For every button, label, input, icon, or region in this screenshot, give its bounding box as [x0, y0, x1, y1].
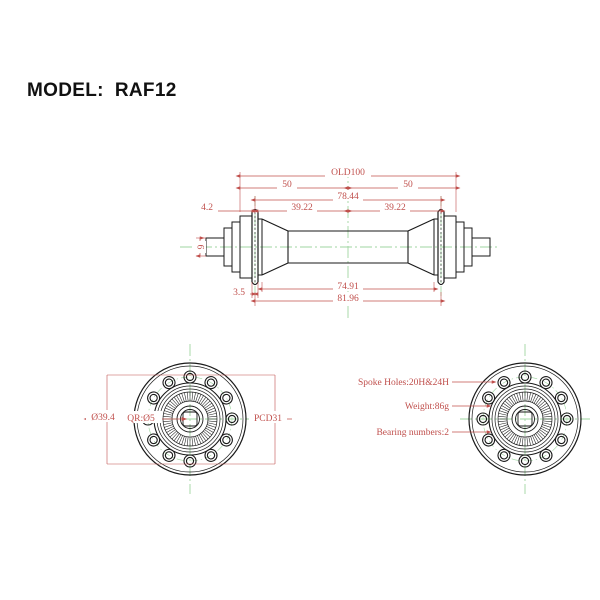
right-axle-end [443, 215, 491, 279]
dimension-flange-half-right-label: 39.22 [384, 203, 406, 213]
dimension-flange-span: 78.44 [250, 190, 446, 212]
dimension-qr-axle-label: QR:Ø5 [127, 414, 155, 424]
dimension-flange-half-left-label: 39.22 [291, 203, 313, 213]
dimension-flange-half-right: 39.22 [343, 201, 446, 213]
dimension-flange-offset: 3.5 [228, 282, 259, 298]
dimension-flange-span-label: 78.44 [337, 192, 359, 202]
front-view-right: Spoke Holes:20H&24H Weight:86g Bearing n… [358, 344, 590, 494]
dimension-half-left-50: 50 [235, 178, 353, 190]
note-bearing-numbers: Bearing numbers:2 [376, 428, 492, 438]
dimension-half-left-label: 50 [282, 180, 292, 190]
dimension-pcd-label: PCD31 [254, 414, 282, 424]
note-spoke-holes-label: Spoke Holes:20H&24H [358, 378, 449, 388]
dimension-flange-diameter-label: Ø39.4 [91, 413, 115, 423]
dimension-axle-height-label: 9 [197, 244, 207, 249]
side-view: OLD100 50 50 78.44 [180, 166, 500, 318]
dimension-flange-thickness: 4.2 [196, 201, 259, 213]
dimension-half-right-50: 50 [343, 178, 461, 190]
note-spoke-holes: Spoke Holes:20H&24H [358, 378, 497, 388]
note-weight-label: Weight:86g [405, 402, 449, 412]
dimension-flange-thickness-label: 4.2 [201, 203, 213, 213]
dimension-half-right-label: 50 [403, 180, 413, 190]
dimension-old100-label: OLD100 [331, 168, 365, 178]
dimension-flange-offset-label: 3.5 [233, 288, 245, 298]
dimension-body-length-label: 74.91 [337, 282, 359, 292]
dimension-overall-length: 81.96 [250, 292, 446, 306]
dimension-axle-height: 9 [194, 236, 207, 258]
dimension-flange-half-left: 39.22 [250, 201, 353, 213]
dimension-pcd: PCD31 [249, 411, 292, 424]
dimension-overall-length-label: 81.96 [337, 294, 359, 304]
dimension-body-length: 74.91 [257, 280, 439, 292]
dimension-qr-axle: QR:Ø5 [120, 411, 188, 424]
note-weight: Weight:86g [405, 402, 492, 412]
dimension-old100: OLD100 [235, 166, 461, 212]
note-bearing-numbers-label: Bearing numbers:2 [376, 428, 449, 438]
front-view-left: Ø39.4 QR:Ø5 PCD31 [83, 344, 292, 494]
page-title: MODEL: RAF12 [27, 80, 177, 101]
